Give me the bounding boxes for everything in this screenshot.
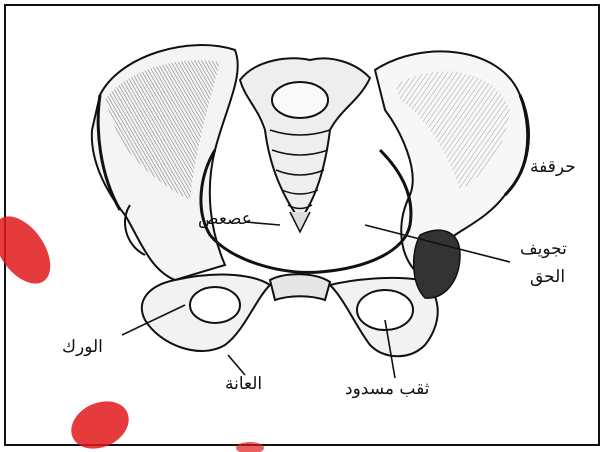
label-pubis: العانة (225, 375, 262, 395)
leader-pubis (228, 355, 245, 375)
label-ischium: الورك (62, 338, 103, 358)
label-coccyx: عصعص (198, 210, 252, 230)
label-acetabulum-line2: الحق (530, 268, 565, 288)
label-acetabulum-line1: تجويف (520, 240, 567, 260)
pubic-symphysis (270, 274, 330, 300)
acetabulum (414, 230, 460, 298)
label-obturator-foramen: ثقب مسدود (345, 380, 429, 400)
label-ilium: حرقفة (530, 158, 576, 178)
